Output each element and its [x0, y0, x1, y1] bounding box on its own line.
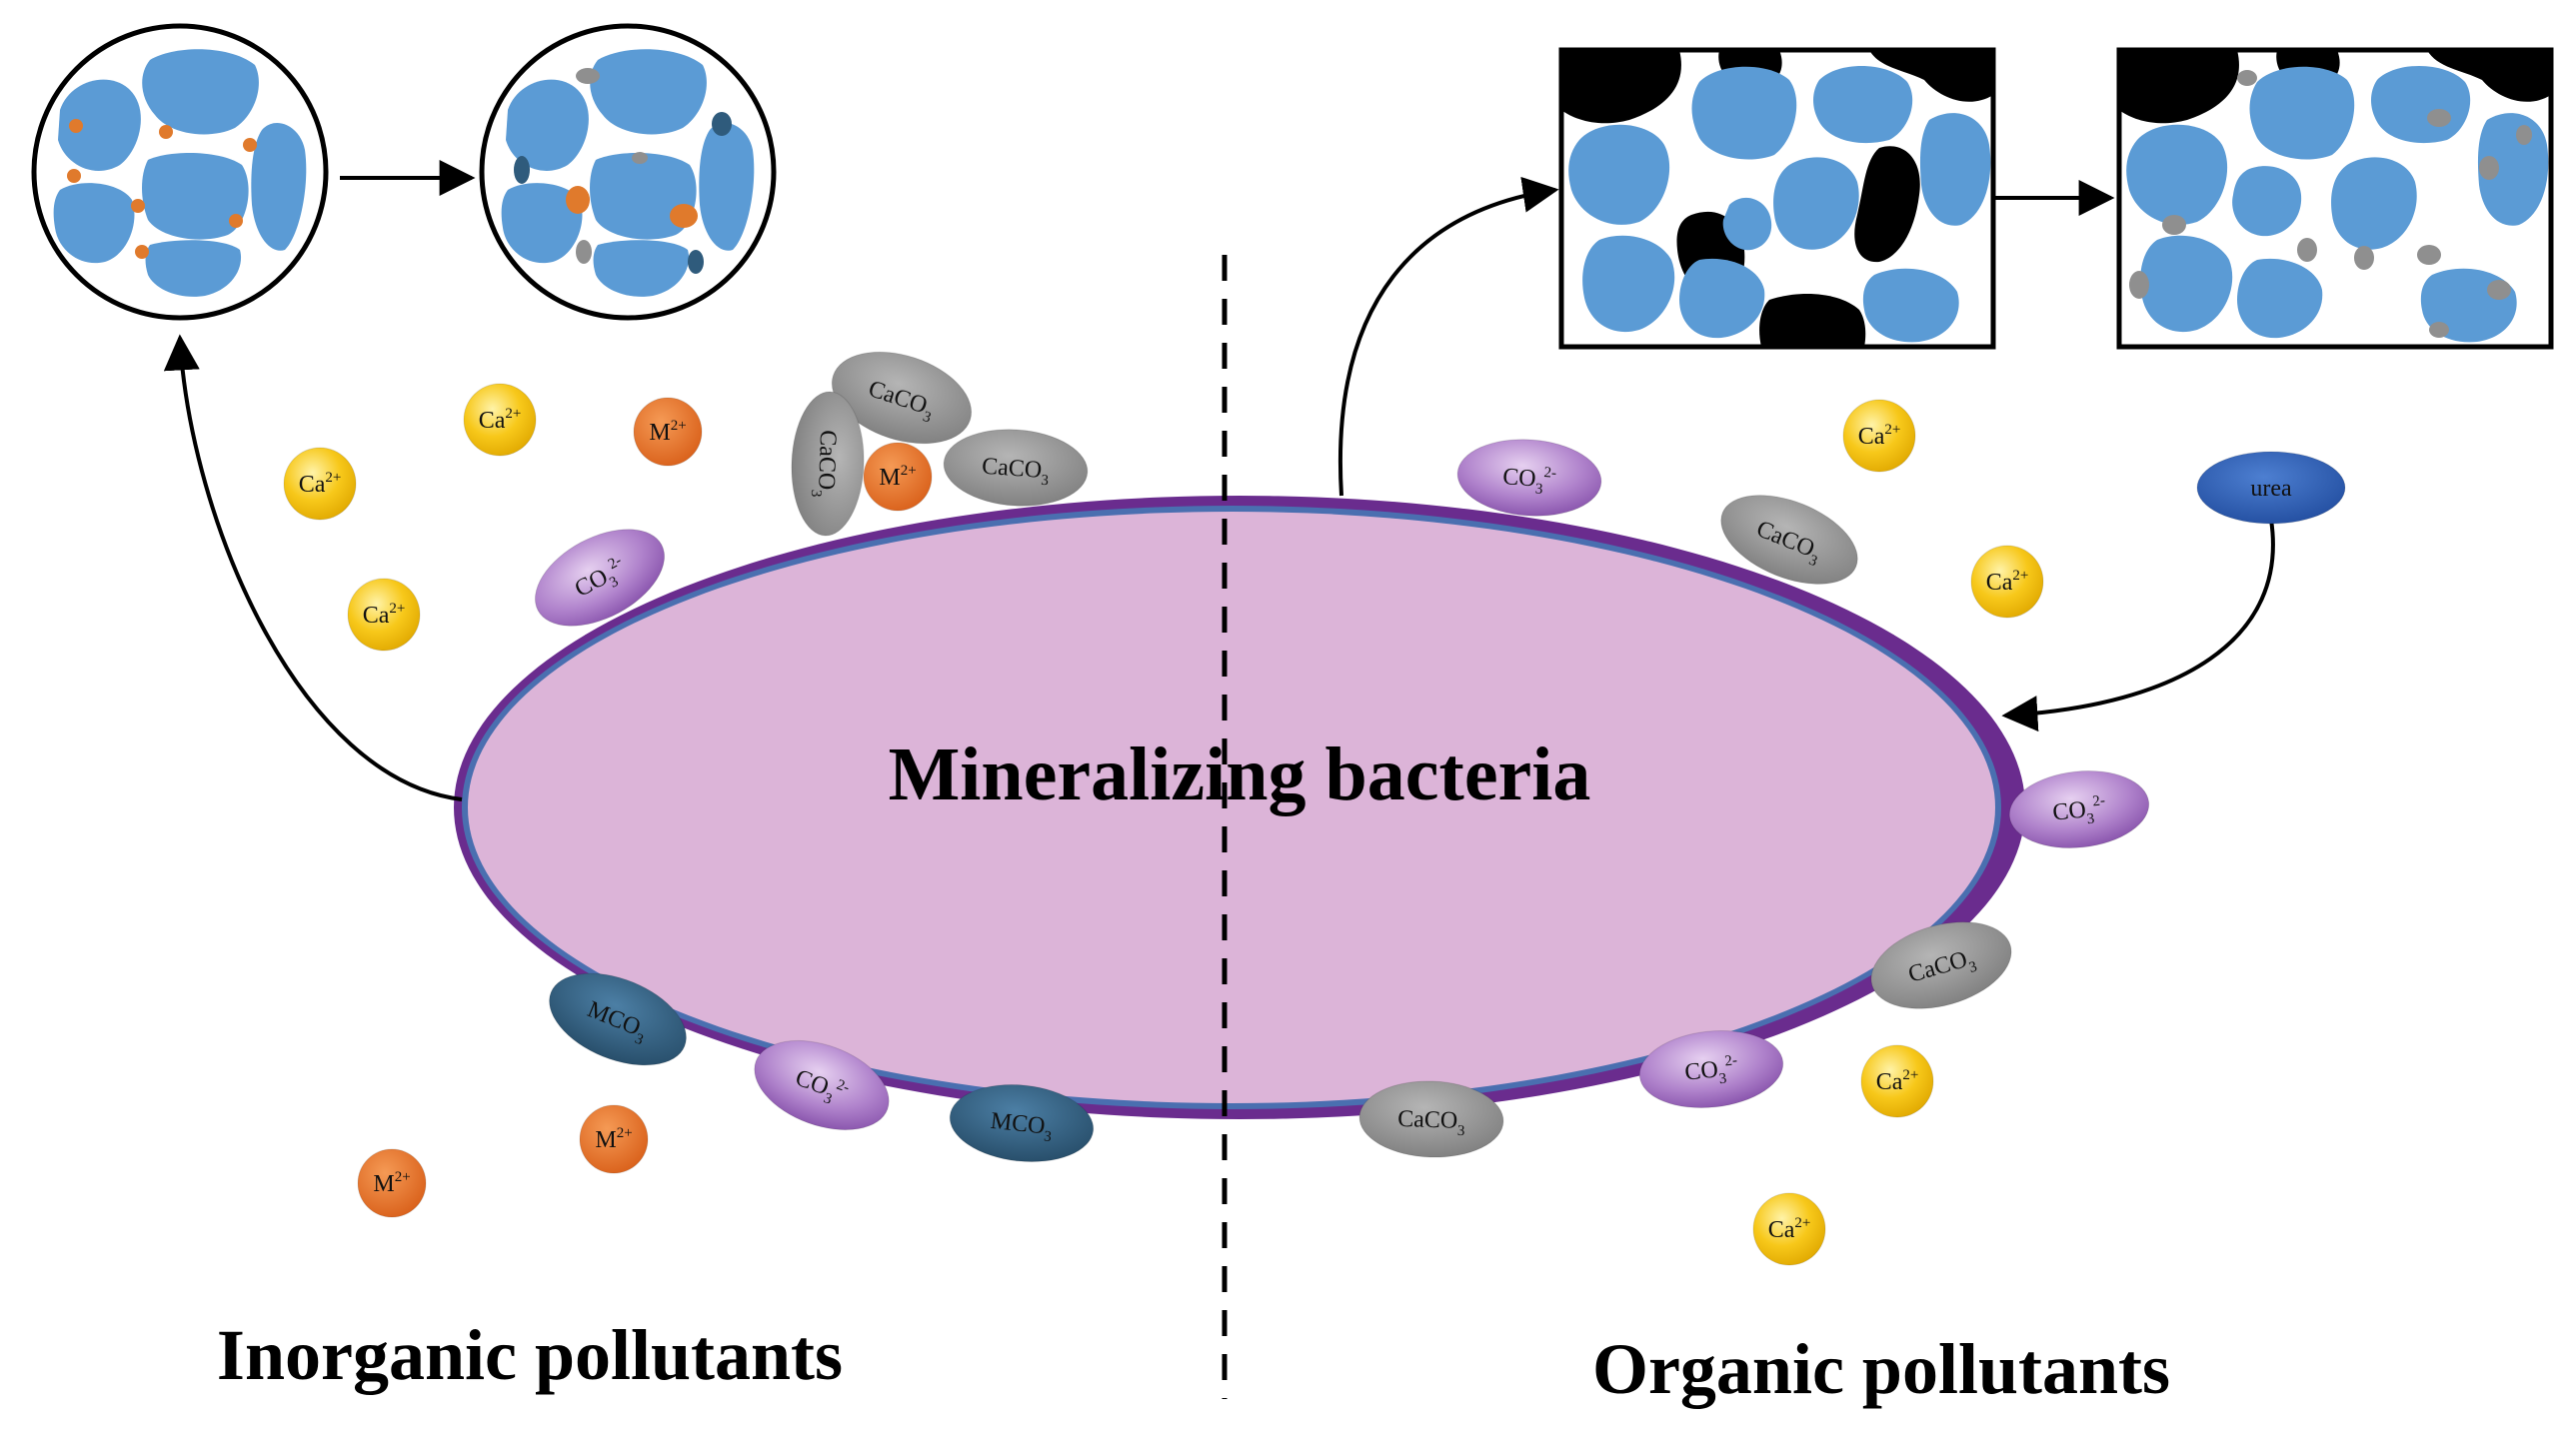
ca-ion: Ca2+	[1752, 1192, 1826, 1266]
particles-layer: Ca2+Ca2+Ca2+M2+M2+M2+M2+CO32-CO32-CaCO3C…	[283, 351, 2346, 1266]
ca-ion-label: Ca2+	[479, 406, 522, 434]
caco3-precipitate: CaCO3	[1870, 921, 2012, 1009]
ca-ion-label: Ca2+	[299, 470, 342, 498]
m-ion-label: M2+	[595, 1125, 632, 1153]
urea-molecule: urea	[2196, 451, 2346, 525]
ca-ion-label: Ca2+	[1858, 422, 1901, 450]
caco3-precipitate: CaCO3	[1720, 495, 1858, 585]
ca-ion-label: Ca2+	[363, 601, 406, 629]
mco3-precipitate: MCO3	[549, 972, 687, 1066]
mco3-precipitate-label: MCO3	[989, 1108, 1054, 1145]
m-ion: M2+	[863, 442, 933, 512]
mco3-precipitate: MCO3	[949, 1083, 1095, 1163]
label-organic-pollutants: Organic pollutants	[1592, 1329, 2170, 1409]
ca-ion-label: Ca2+	[1986, 568, 2029, 596]
caco3-precipitate: CaCO3	[791, 391, 865, 537]
m-ion: M2+	[357, 1148, 427, 1218]
caco3-precipitate: CaCO3	[831, 351, 973, 445]
ca-ion: Ca2+	[1970, 545, 2044, 619]
m-ion-label: M2+	[649, 418, 686, 446]
label-inorganic-pollutants: Inorganic pollutants	[217, 1315, 843, 1395]
co3-ion: CO32-	[534, 529, 666, 627]
ca-ion: Ca2+	[347, 578, 421, 652]
co3-ion-label: CO32-	[2051, 792, 2108, 830]
caco3-precipitate-label: CaCO3	[808, 430, 841, 499]
m-ion-label: M2+	[373, 1169, 410, 1197]
caco3-precipitate: CaCO3	[1358, 1080, 1504, 1158]
co3-ion: CO32-	[1638, 1029, 1784, 1109]
ca-ion-label: Ca2+	[1876, 1067, 1919, 1095]
cell-title: Mineralizing bacteria	[889, 732, 1591, 816]
co3-ion-label: CO32-	[1501, 462, 1557, 499]
m-ion: M2+	[579, 1104, 649, 1174]
ca-ion: Ca2+	[463, 383, 537, 457]
co3-ion: CO32-	[754, 1039, 890, 1131]
caco3-precipitate-label: CaCO3	[981, 454, 1050, 490]
urea-molecule-label: urea	[2250, 476, 2292, 502]
ca-ion: Ca2+	[1860, 1044, 1934, 1118]
ca-ion: Ca2+	[283, 447, 357, 521]
caco3-precipitate: CaCO3	[943, 429, 1089, 507]
bacterium-cell	[454, 496, 2025, 1119]
ca-ion-label: Ca2+	[1768, 1215, 1811, 1243]
inorganic-soil-before	[31, 23, 329, 321]
arrow-urea-to-cell	[2001, 519, 2275, 732]
inorganic-soil-after	[479, 23, 777, 321]
organic-soil-after	[2116, 47, 2554, 350]
arrow-to-inorganic-before	[163, 334, 463, 801]
m-ion-label: M2+	[879, 463, 916, 491]
co3-ion: CO32-	[1456, 439, 1602, 517]
co3-ion-label: CO32-	[1683, 1052, 1740, 1090]
organic-soil-before	[1558, 47, 1996, 350]
caco3-precipitate-label: CaCO3	[1397, 1106, 1466, 1139]
m-ion: M2+	[633, 397, 703, 467]
co3-ion: CO32-	[2008, 770, 2150, 848]
ca-ion: Ca2+	[1842, 399, 1916, 473]
arrow-to-organic-before	[1337, 176, 1559, 497]
